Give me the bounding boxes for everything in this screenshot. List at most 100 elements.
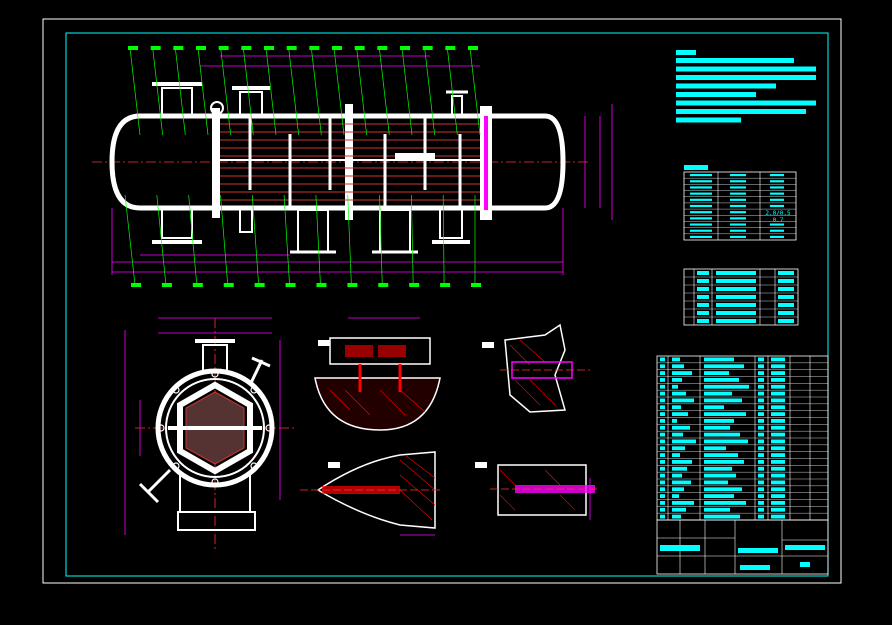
part-row: [660, 473, 665, 478]
part-row: [660, 425, 665, 430]
nozzle-row: [697, 295, 709, 299]
balloon-bottom: [440, 283, 451, 287]
note-line: [676, 83, 776, 89]
balloon-top: [173, 46, 184, 50]
design-row: [690, 198, 712, 201]
tube-layout: [177, 381, 253, 475]
saddle-supports: [290, 209, 418, 254]
design-row: [690, 223, 712, 226]
balloon-top: [400, 46, 410, 50]
note-line: [676, 58, 794, 63]
design-row: [690, 186, 712, 189]
balloon-top: [468, 46, 478, 50]
balloon-top: [241, 46, 252, 50]
balloon-bottom: [316, 283, 327, 287]
shell-outline: [109, 113, 566, 211]
balloon-bottom: [131, 283, 141, 287]
detail-view-3: [300, 451, 440, 536]
balloon-top: [309, 46, 320, 50]
design-row: [690, 180, 712, 183]
balloons-top: [128, 46, 481, 136]
design-row: [690, 204, 712, 208]
end-view: [124, 317, 295, 550]
part-row: [660, 460, 665, 464]
balloon-top: [286, 46, 297, 50]
part-row: [660, 466, 665, 471]
balloon-top: [422, 46, 433, 50]
balloon-bottom: [192, 283, 203, 287]
design-row: [690, 229, 712, 232]
design-value-b: 0.7: [773, 217, 784, 224]
balloon-bottom: [223, 283, 234, 287]
balloon-bottom: [161, 283, 172, 287]
part-row: [660, 446, 665, 451]
balloon-top: [128, 46, 138, 50]
balloons-bottom: [124, 194, 481, 287]
part-row: [660, 419, 665, 423]
note-line: [676, 75, 816, 80]
nozzle-row: [697, 279, 709, 283]
part-row: [660, 439, 665, 444]
design-row: [690, 211, 712, 214]
part-row: [660, 501, 665, 505]
nozzle-row: [697, 303, 709, 307]
note-line: [676, 100, 816, 106]
balloon-top: [332, 46, 342, 50]
inner-border: [65, 32, 829, 577]
part-row: [660, 514, 665, 519]
nozzles-top: [152, 82, 468, 116]
nozzle-table: [683, 268, 799, 326]
note-line: [676, 92, 756, 97]
part-row: [660, 487, 665, 492]
balloon-top: [445, 46, 456, 50]
note-line: [676, 109, 806, 114]
part-row: [660, 480, 665, 485]
design-data-table: 2.0/0.5 0.7: [683, 165, 797, 241]
detail-view-2: [482, 323, 590, 413]
balloon-top: [150, 46, 161, 50]
note-line: [676, 117, 741, 123]
parts-list-table: [656, 355, 829, 521]
tube-bundle: [220, 123, 480, 201]
part-row: [660, 364, 665, 369]
nozzle-row: [697, 311, 709, 315]
balloon-bottom: [409, 283, 420, 287]
detail-view-1: [314, 317, 441, 431]
design-row: [690, 174, 712, 177]
part-row: [660, 398, 665, 403]
balloon-top: [264, 46, 274, 50]
part-row: [660, 494, 665, 498]
design-value-a: 2.0/0.5: [765, 210, 791, 217]
design-row: [690, 192, 712, 195]
outer-border: [42, 18, 842, 584]
part-row: [660, 405, 665, 410]
nozzle-row: [697, 271, 709, 275]
balloon-top: [218, 46, 229, 50]
note-line: [676, 66, 816, 72]
balloon-top: [377, 46, 388, 50]
nozzles-bottom: [152, 208, 470, 244]
technical-notes-panel: [676, 50, 816, 123]
nozzle-row: [697, 287, 709, 291]
balloon-bottom: [254, 283, 265, 287]
part-row: [660, 384, 665, 389]
part-row: [660, 371, 665, 375]
part-row: [660, 453, 665, 457]
part-row: [660, 391, 665, 396]
balloon-bottom: [378, 283, 389, 287]
dimension-lines: [111, 55, 613, 275]
balloon-bottom: [285, 283, 296, 287]
part-row: [660, 507, 665, 512]
part-row: [660, 432, 665, 437]
nozzle-row: [697, 319, 709, 323]
balloon-bottom: [471, 283, 481, 287]
main-elevation-view: [92, 46, 613, 287]
design-row: [690, 235, 712, 238]
part-row: [660, 357, 665, 362]
part-row: [660, 378, 665, 382]
balloon-top: [354, 46, 365, 50]
detail-view-4: [475, 462, 600, 520]
balloon-bottom: [347, 283, 358, 287]
title-block: [656, 519, 829, 575]
